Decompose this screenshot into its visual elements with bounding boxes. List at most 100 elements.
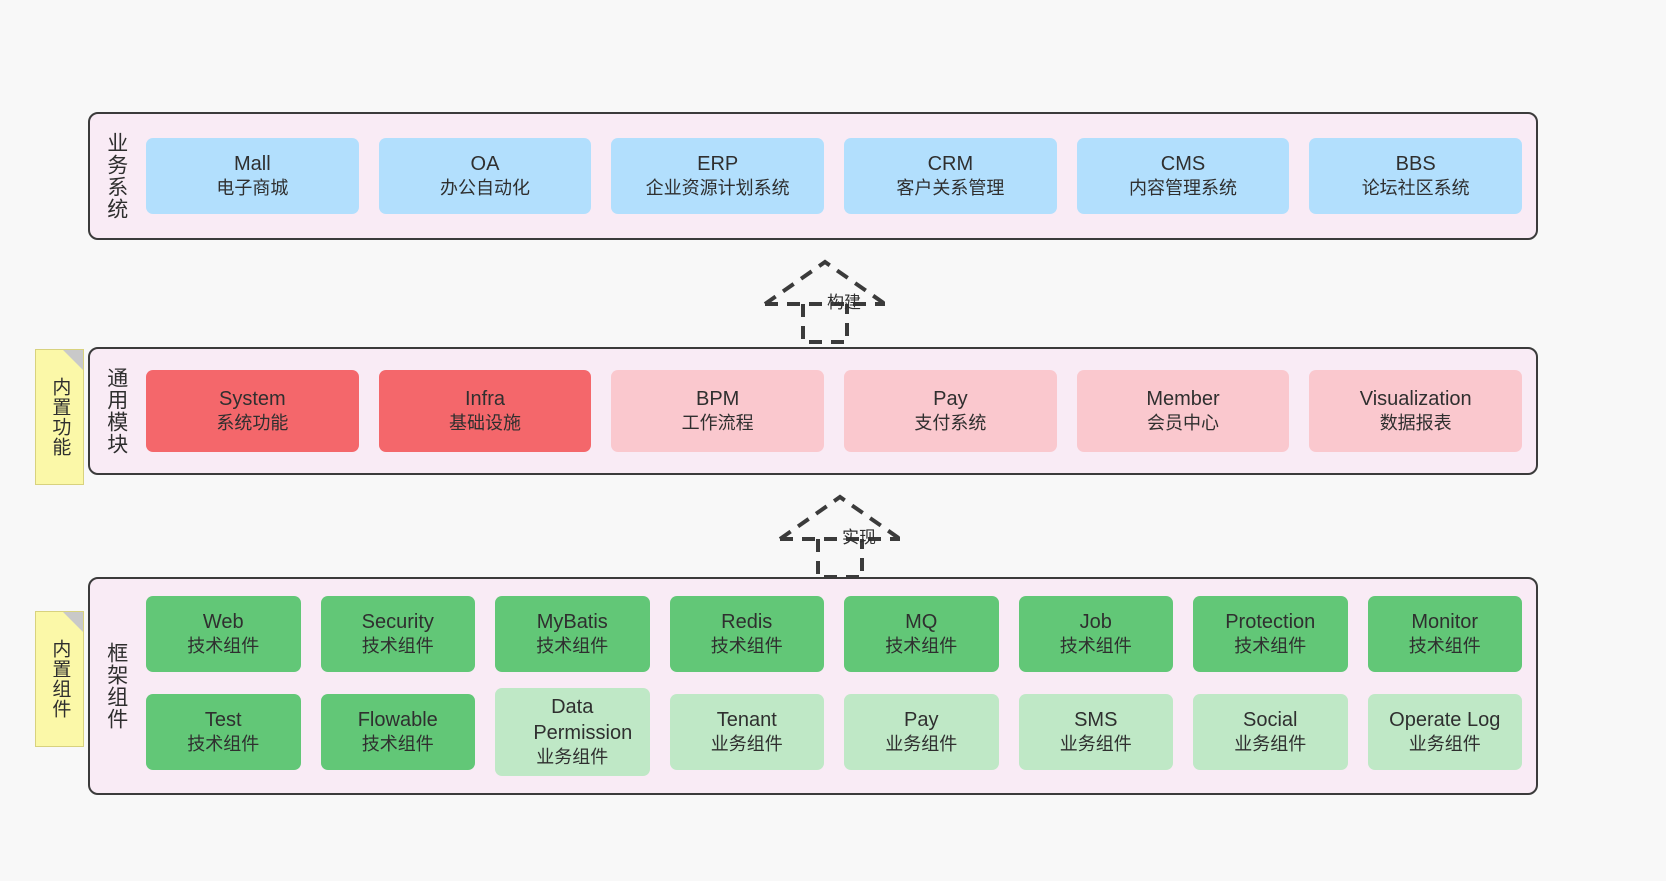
node-mall-cn: 电子商城 [216, 178, 289, 199]
node-data-permission-en: Data Permission [533, 696, 633, 744]
note-builtin-function-label: 内置功能 [49, 377, 71, 457]
node-data-permission-cn: 业务组件 [536, 746, 609, 767]
node-member[interactable]: Member 会员中心 [1076, 370, 1290, 452]
connector-build: 构建 [755, 258, 925, 344]
node-test[interactable]: Test 技术组件 [146, 694, 301, 770]
note-builtin-function: 内置功能 [35, 349, 84, 485]
node-bpm[interactable]: BPM 工作流程 [611, 370, 825, 452]
connector-implement: 实现 [770, 493, 940, 579]
node-job[interactable]: Job 技术组件 [1018, 596, 1173, 672]
node-mq-cn: 技术组件 [885, 636, 958, 657]
node-visualization[interactable]: Visualization 数据报表 [1309, 370, 1523, 452]
node-security-en: Security [361, 611, 434, 634]
node-social-en: Social [1243, 709, 1298, 732]
node-pay-module[interactable]: Pay 支付系统 [844, 370, 1057, 452]
layer-body-framework-component: Web 技术组件 Security 技术组件 MyBatis 技术组件 Redi… [142, 579, 1536, 793]
node-bbs-en: BBS [1395, 153, 1436, 176]
node-security[interactable]: Security 技术组件 [320, 596, 475, 672]
node-cms-en: CMS [1160, 153, 1206, 176]
layer-title-business-system: 业务系统 [104, 132, 128, 220]
layer-title-common-module: 通用模块 [104, 367, 128, 455]
node-web-en: Web [202, 611, 244, 634]
node-member-cn: 会员中心 [1147, 413, 1220, 434]
node-job-cn: 技术组件 [1059, 636, 1132, 657]
node-test-cn: 技术组件 [187, 734, 260, 755]
node-sms[interactable]: SMS 业务组件 [1018, 694, 1173, 770]
node-operate-log[interactable]: Operate Log 业务组件 [1367, 694, 1522, 770]
node-mq-en: MQ [905, 611, 938, 634]
node-flowable-cn: 技术组件 [361, 734, 434, 755]
node-redis-en: Redis [721, 611, 773, 634]
node-test-en: Test [204, 709, 242, 732]
node-tenant[interactable]: Tenant 业务组件 [669, 694, 824, 770]
node-system[interactable]: System 系统功能 [146, 370, 359, 452]
node-operate-log-en: Operate Log [1389, 709, 1501, 732]
node-system-en: System [218, 388, 286, 411]
layer-business-system: 业务系统 Mall 电子商城 OA 办公自动化 ERP 企业资源计划系统 CRM… [88, 112, 1538, 240]
node-web-cn: 技术组件 [187, 636, 260, 657]
node-cms-cn: 内容管理系统 [1129, 178, 1238, 199]
connector-implement-label: 实现 [842, 528, 876, 547]
note-fold-corner-icon [63, 350, 83, 370]
node-monitor-en: Monitor [1411, 611, 1479, 634]
node-tenant-en: Tenant [716, 709, 777, 732]
node-oa-cn: 办公自动化 [440, 178, 530, 199]
node-crm[interactable]: CRM 客户关系管理 [844, 138, 1057, 214]
node-job-en: Job [1079, 611, 1112, 634]
connector-build-label: 构建 [827, 293, 861, 312]
node-data-permission[interactable]: Data Permission 业务组件 [495, 688, 650, 776]
node-protection-cn: 技术组件 [1234, 636, 1307, 657]
layer-title-framework-component: 框架组件 [104, 642, 128, 730]
node-sms-cn: 业务组件 [1059, 734, 1132, 755]
node-monitor[interactable]: Monitor 技术组件 [1367, 596, 1522, 672]
node-member-en: Member [1146, 388, 1220, 411]
node-bbs-cn: 论坛社区系统 [1361, 178, 1470, 199]
node-crm-en: CRM [927, 153, 974, 176]
row-business-systems: Mall 电子商城 OA 办公自动化 ERP 企业资源计划系统 CRM 客户关系… [146, 138, 1523, 214]
node-flowable[interactable]: Flowable 技术组件 [320, 694, 475, 770]
node-flowable-en: Flowable [357, 709, 438, 732]
node-protection-en: Protection [1225, 611, 1316, 634]
layer-body-common-module: System 系统功能 Infra 基础设施 BPM 工作流程 Pay 支付系统… [142, 349, 1536, 473]
node-pay-component-cn: 业务组件 [885, 734, 958, 755]
row-common-modules: System 系统功能 Infra 基础设施 BPM 工作流程 Pay 支付系统… [146, 370, 1523, 452]
node-pay-component-en: Pay [904, 709, 939, 732]
node-redis-cn: 技术组件 [710, 636, 783, 657]
node-pay-component[interactable]: Pay 业务组件 [844, 694, 999, 770]
node-infra-en: Infra [464, 388, 506, 411]
node-oa-en: OA [470, 153, 500, 176]
node-mybatis[interactable]: MyBatis 技术组件 [495, 596, 650, 672]
node-pay-module-en: Pay [933, 388, 968, 411]
node-bbs[interactable]: BBS 论坛社区系统 [1309, 138, 1523, 214]
node-infra[interactable]: Infra 基础设施 [378, 370, 592, 452]
node-mall-en: Mall [234, 153, 271, 176]
node-erp-cn: 企业资源计划系统 [645, 178, 790, 199]
layer-common-module: 通用模块 System 系统功能 Infra 基础设施 BPM 工作流程 Pay… [88, 347, 1538, 475]
node-web[interactable]: Web 技术组件 [146, 596, 301, 672]
note-fold-corner-icon [63, 612, 83, 632]
note-builtin-component-label: 内置组件 [49, 639, 71, 719]
node-bpm-cn: 工作流程 [681, 413, 754, 434]
row-tech-components: Web 技术组件 Security 技术组件 MyBatis 技术组件 Redi… [146, 596, 1522, 672]
node-cms[interactable]: CMS 内容管理系统 [1076, 138, 1290, 214]
node-sms-en: SMS [1074, 709, 1118, 732]
node-erp[interactable]: ERP 企业资源计划系统 [611, 138, 825, 214]
node-visualization-cn: 数据报表 [1379, 413, 1452, 434]
node-mall[interactable]: Mall 电子商城 [146, 138, 359, 214]
node-oa[interactable]: OA 办公自动化 [378, 138, 592, 214]
node-visualization-en: Visualization [1359, 388, 1472, 411]
node-operate-log-cn: 业务组件 [1408, 734, 1481, 755]
node-protection[interactable]: Protection 技术组件 [1193, 596, 1348, 672]
node-mq[interactable]: MQ 技术组件 [844, 596, 999, 672]
row-business-components: Test 技术组件 Flowable 技术组件 Data Permission … [146, 688, 1522, 776]
node-security-cn: 技术组件 [361, 636, 434, 657]
node-monitor-cn: 技术组件 [1408, 636, 1481, 657]
node-infra-cn: 基础设施 [449, 413, 521, 434]
node-bpm-en: BPM [696, 388, 740, 411]
node-erp-en: ERP [697, 153, 739, 176]
node-mybatis-cn: 技术组件 [536, 636, 609, 657]
node-social[interactable]: Social 业务组件 [1193, 694, 1348, 770]
node-redis[interactable]: Redis 技术组件 [669, 596, 824, 672]
node-system-cn: 系统功能 [216, 413, 289, 434]
